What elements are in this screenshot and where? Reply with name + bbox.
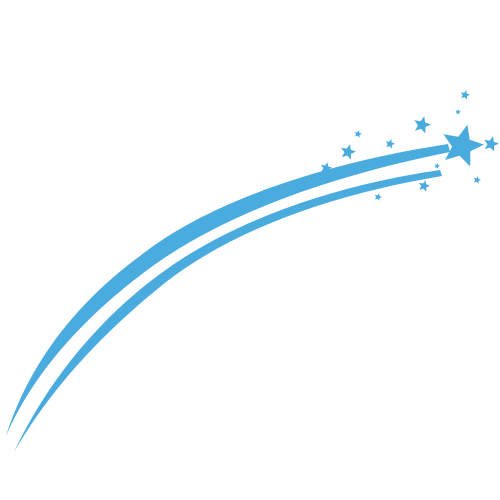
sparkle-star-icon	[374, 193, 382, 201]
sparkle-star-icon	[473, 176, 481, 184]
sparkle-star-icon	[460, 90, 470, 100]
sparkle-star-icon	[434, 163, 440, 169]
sparkle-star-icon	[385, 139, 395, 149]
sparkle-star-icon	[414, 116, 431, 134]
sparkle-star-icon	[354, 130, 362, 138]
sparkle-star-icon	[320, 162, 332, 174]
sparkle-star-icon	[418, 180, 430, 192]
sparkle-star-icon	[341, 144, 356, 160]
sparkle-star-icon	[484, 136, 499, 152]
main-star-icon	[443, 124, 484, 167]
sparkle-star-icon	[455, 109, 461, 115]
